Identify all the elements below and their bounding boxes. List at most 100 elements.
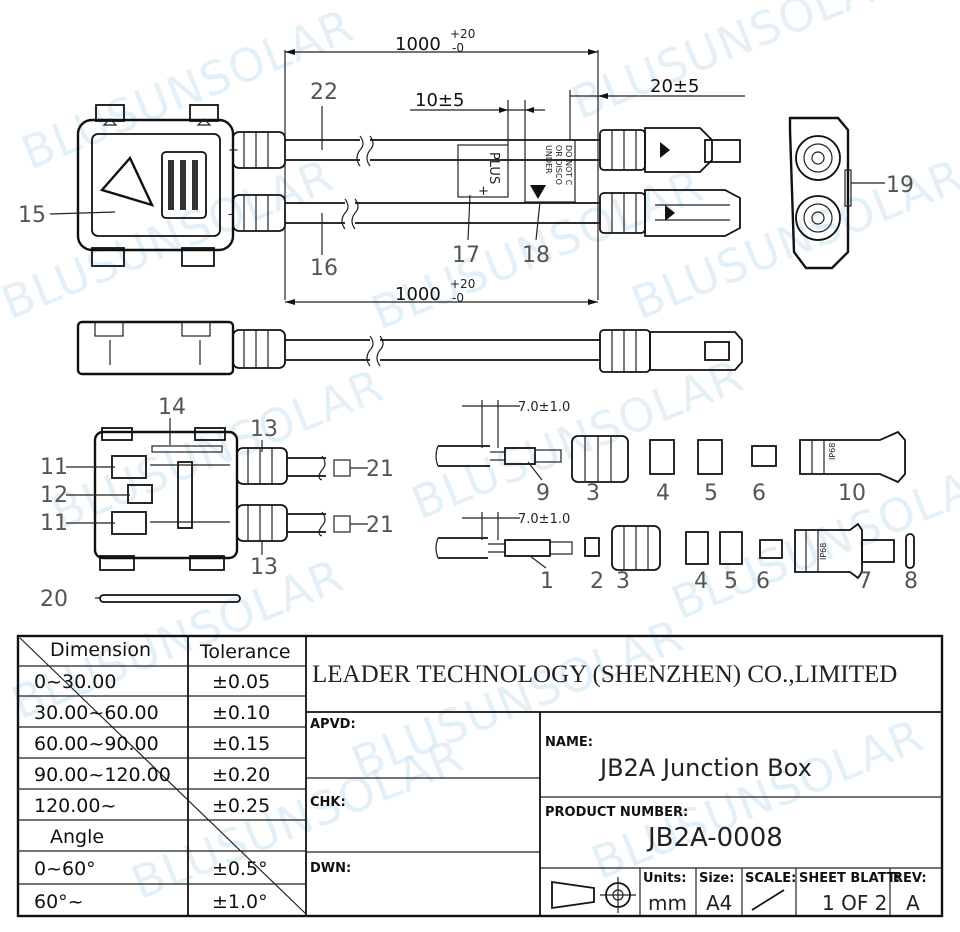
label-plate — [161, 151, 207, 219]
callout-5: 5 — [704, 481, 718, 506]
rev-label: REV: — [893, 871, 927, 886]
callout-6b: 6 — [756, 569, 770, 594]
callout-22: 22 — [310, 80, 338, 105]
callout-12: 12 — [40, 483, 68, 508]
box-lid — [91, 133, 221, 237]
label-text-block — [192, 160, 198, 210]
callout-7: 7 — [858, 569, 872, 594]
cables-top-view — [285, 135, 600, 230]
exploded-connector-male: 7.0±1.0 IP68 — [435, 512, 915, 580]
tol-cell: ±0.05 — [212, 671, 270, 693]
arrow-up-icon — [196, 118, 212, 126]
seal — [649, 439, 675, 475]
rev-value: A — [906, 891, 920, 915]
retainer — [759, 539, 783, 559]
range-cell: 90.00~120.00 — [34, 764, 171, 786]
ip68-mark: IP68 — [819, 543, 828, 560]
retainer — [751, 445, 777, 467]
watermark: BLUSUNSOLAR — [564, 0, 911, 130]
header-tolerance: Tolerance — [199, 641, 291, 663]
housing-male — [794, 522, 863, 580]
tol-cell: ±0.20 — [212, 764, 270, 786]
angle-tol: ±0.5° — [212, 858, 268, 880]
plus-label-text: PLUS — [486, 152, 501, 184]
cable-length-top: 1000 — [395, 34, 441, 55]
callout-1: 1 — [540, 569, 554, 594]
scale-slash — [751, 889, 785, 911]
label-text-block — [180, 160, 186, 210]
warning-triangle-icon — [99, 155, 155, 207]
units-value: mm — [648, 891, 687, 915]
callout-11b: 11 — [40, 511, 68, 536]
clamp — [697, 439, 723, 475]
warning-arrow-icon — [530, 185, 546, 199]
connector-body — [599, 129, 646, 171]
cable-tol-plus: +20 — [450, 277, 475, 291]
strip-length-top: 7.0±1.0 — [518, 400, 570, 415]
callout-18: 18 — [522, 243, 550, 268]
range-cell: 120.00~ — [34, 795, 116, 817]
clip — [181, 247, 215, 267]
callout-10: 10 — [838, 481, 866, 506]
clamp — [719, 531, 743, 565]
tolerance-table: Dimension Tolerance 0~30.00 ±0.05 30.00~… — [16, 634, 944, 918]
connector-female — [644, 127, 713, 173]
gland-positive — [232, 131, 286, 169]
chk-label: CHK: — [310, 795, 346, 810]
callout-15: 15 — [18, 203, 46, 228]
diode — [127, 484, 153, 504]
cable-tol-minus: -0 — [452, 41, 464, 55]
callout-13b: 13 — [250, 555, 278, 580]
callout-4b: 4 — [694, 569, 708, 594]
callout-19: 19 — [886, 173, 914, 198]
projection-cone-icon — [551, 880, 595, 910]
angle-tol: ±1.0° — [212, 891, 268, 913]
contact-socket — [504, 539, 551, 557]
callout-21: 21 — [366, 457, 394, 482]
product-value: JB2A-0008 — [646, 823, 783, 853]
cable-section — [333, 459, 351, 477]
minus-symbol: - — [228, 207, 233, 222]
clip — [91, 247, 125, 267]
callout-6: 6 — [752, 481, 766, 506]
name-label: NAME: — [545, 735, 593, 750]
range-cell: 0~30.00 — [34, 671, 116, 693]
callout-14: 14 — [158, 395, 186, 420]
angle-label: Angle — [50, 826, 104, 848]
side-outline — [788, 116, 850, 270]
warning-line: OR DISCO — [554, 145, 563, 185]
pin-insert — [861, 539, 895, 563]
plus-label-sign: + — [478, 184, 489, 199]
arrow-up-icon — [102, 118, 118, 126]
callout-17: 17 — [452, 243, 480, 268]
range-cell: 30.00~60.00 — [34, 702, 159, 724]
apvd-label: APVD: — [310, 717, 356, 732]
callout-5b: 5 — [724, 569, 738, 594]
size-value: A4 — [706, 891, 732, 915]
connectors-top-view — [599, 127, 741, 237]
ip68-mark: IP68 — [828, 443, 837, 460]
seal-gasket — [95, 594, 241, 603]
nut — [571, 435, 629, 483]
tol-cell: ±0.15 — [212, 733, 270, 755]
sheet-value: 1 OF 2 — [822, 891, 887, 915]
cap — [905, 533, 915, 569]
callout-8: 8 — [904, 569, 918, 594]
plus-label — [457, 144, 509, 198]
warning-label — [524, 139, 576, 203]
seal — [685, 531, 709, 565]
callout-16: 16 — [310, 256, 338, 281]
label-text-block — [168, 160, 174, 210]
callout-21b: 21 — [366, 513, 394, 538]
label-offset: 10±5 — [415, 90, 464, 111]
company-name: LEADER TECHNOLOGY (SHENZHEN) CO.,LIMITED — [312, 661, 897, 688]
callout-13: 13 — [250, 417, 278, 442]
warning-line: UNDER — [544, 145, 553, 174]
warning-line: DO NOT C — [564, 145, 573, 186]
callout-4: 4 — [656, 481, 670, 506]
scale-label: SCALE: — [745, 871, 796, 886]
housing-female — [799, 430, 906, 484]
clip — [95, 104, 125, 122]
dimensions-top: 1000 +20 -0 20±5 10±5 — [284, 27, 745, 300]
